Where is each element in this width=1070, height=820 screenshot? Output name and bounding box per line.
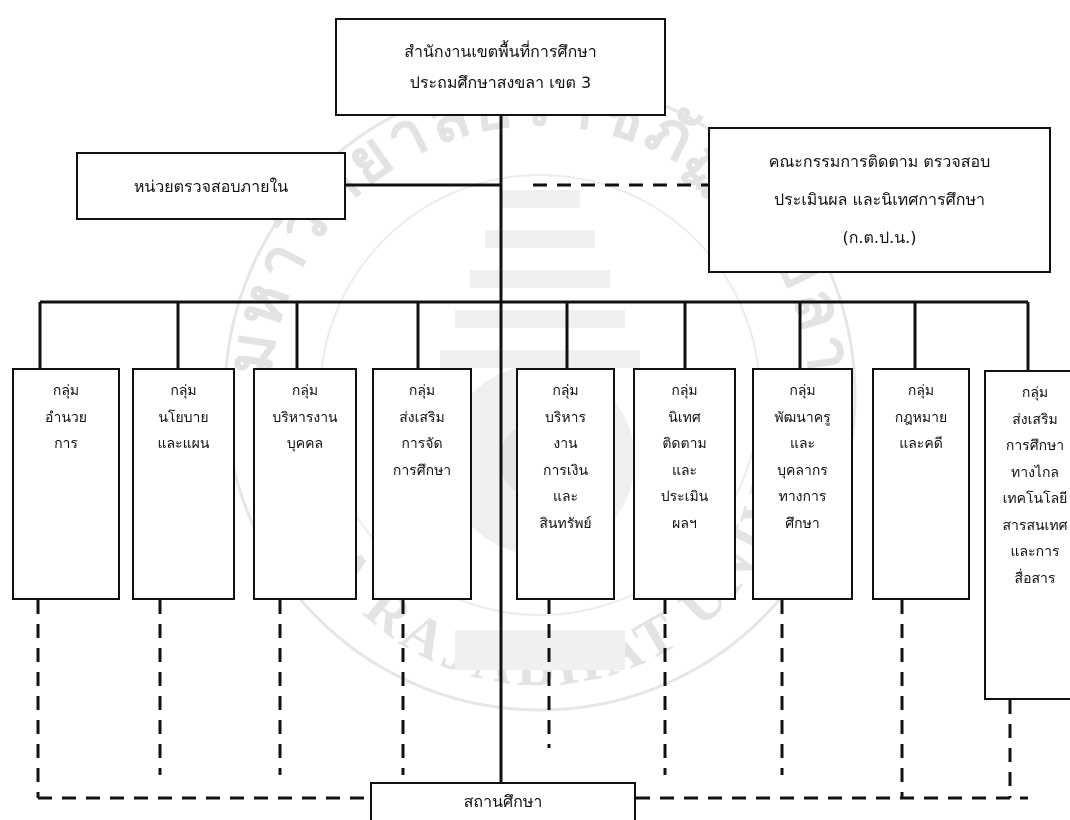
department-line: การ: [54, 436, 78, 452]
department-line: กลุ่ม: [408, 383, 436, 399]
department-line: กลุ่ม: [671, 383, 698, 399]
department-line: กลุ่ม: [789, 383, 816, 399]
department-line: ทางการ: [778, 489, 827, 505]
internal-audit-unit-label: หน่วยตรวจสอบภายใน: [133, 176, 289, 196]
department-line: ส่งเสริม: [399, 409, 445, 426]
root-office-line: สำนักงานเขตพื้นที่การศึกษา: [404, 42, 597, 61]
department-line: การจัด: [401, 436, 443, 452]
department-line: ศึกษา: [785, 515, 820, 532]
department-line: กลุ่ม: [1021, 385, 1049, 401]
department-line: กฎหมาย: [894, 409, 948, 426]
department-box-distance-ict: กลุ่ม ส่งเสริม การศึกษา ทางไกล เทคโนโลยี…: [984, 370, 1070, 700]
department-line: และคดี: [899, 436, 943, 452]
department-line: กลุ่ม: [907, 383, 935, 399]
department-line: พัฒนาครู: [774, 409, 831, 426]
department-box-education-promotion: กลุ่ม ส่งเสริม การจัด การศึกษา: [372, 368, 472, 600]
department-box-finance-assets: กลุ่ม บริหาร งาน การเงิน และ สินทรัพย์: [516, 368, 615, 600]
department-line: เทคโนโลยี: [1002, 491, 1068, 507]
department-line: ส่งเสริม: [1012, 411, 1058, 428]
department-line: นิเทศ: [668, 409, 701, 426]
department-line: สื่อสาร: [1014, 570, 1056, 587]
committee-line: (ก.ต.ป.น.): [842, 228, 917, 247]
department-line: กลุ่ม: [170, 383, 197, 399]
department-line: และ: [671, 462, 698, 479]
department-line: และการ: [1010, 544, 1060, 560]
department-box-teacher-development: กลุ่ม พัฒนาครู และ บุคลากร ทางการ ศึกษา: [752, 368, 853, 600]
department-line: กลุ่ม: [552, 383, 579, 399]
root-office-box: สำนักงานเขตพื้นที่การศึกษา ประถมศึกษาสงข…: [335, 18, 666, 116]
department-line: และแผน: [157, 436, 210, 452]
department-line: สารสนเทศ: [1002, 517, 1068, 534]
department-line: บุคคล: [286, 436, 324, 452]
school-box: สถานศึกษา: [370, 782, 636, 820]
department-line: บริหารงาน: [272, 409, 338, 426]
department-box-supervision: กลุ่ม นิเทศ ติดตาม และ ประเมิน ผลฯ: [633, 368, 736, 600]
committee-line: คณะกรรมการติดตาม ตรวจสอบ: [768, 152, 991, 171]
department-line: ทางไกล: [1010, 464, 1060, 481]
department-line: ประเมิน: [660, 489, 709, 505]
department-line: อำนวย: [45, 409, 87, 426]
department-line: ติดตาม: [662, 436, 707, 452]
department-line: กลุ่ม: [52, 383, 80, 399]
department-line: และ: [789, 436, 816, 452]
root-office-line: ประถมศึกษาสงขลา เขต 3: [409, 73, 592, 92]
department-line: สินทรัพย์: [539, 515, 592, 532]
committee-box: คณะกรรมการติดตาม ตรวจสอบ ประเมินผล และนิ…: [708, 127, 1051, 273]
department-line: บุคลากร: [777, 462, 828, 479]
department-line: งาน: [553, 436, 578, 452]
committee-line: ประเมินผล และนิเทศการศึกษา: [773, 190, 986, 209]
department-line: การศึกษา: [1005, 438, 1065, 454]
department-box-admin: กลุ่ม อำนวย การ: [12, 368, 120, 600]
department-box-personnel: กลุ่ม บริหารงาน บุคคล: [253, 368, 357, 600]
department-box-policy-plan: กลุ่ม นโยบาย และแผน: [132, 368, 235, 600]
department-line: และ: [552, 489, 579, 505]
department-line: ผลฯ: [672, 515, 697, 532]
department-line: การศึกษา: [392, 462, 452, 479]
department-box-legal: กลุ่ม กฎหมาย และคดี: [872, 368, 970, 600]
department-line: กลุ่ม: [291, 383, 319, 399]
internal-audit-unit-box: หน่วยตรวจสอบภายใน: [76, 152, 346, 220]
school-label: สถานศึกษา: [463, 791, 543, 811]
department-line: การเงิน: [542, 462, 589, 479]
department-line: นโยบาย: [158, 409, 209, 426]
department-line: บริหาร: [544, 409, 586, 426]
